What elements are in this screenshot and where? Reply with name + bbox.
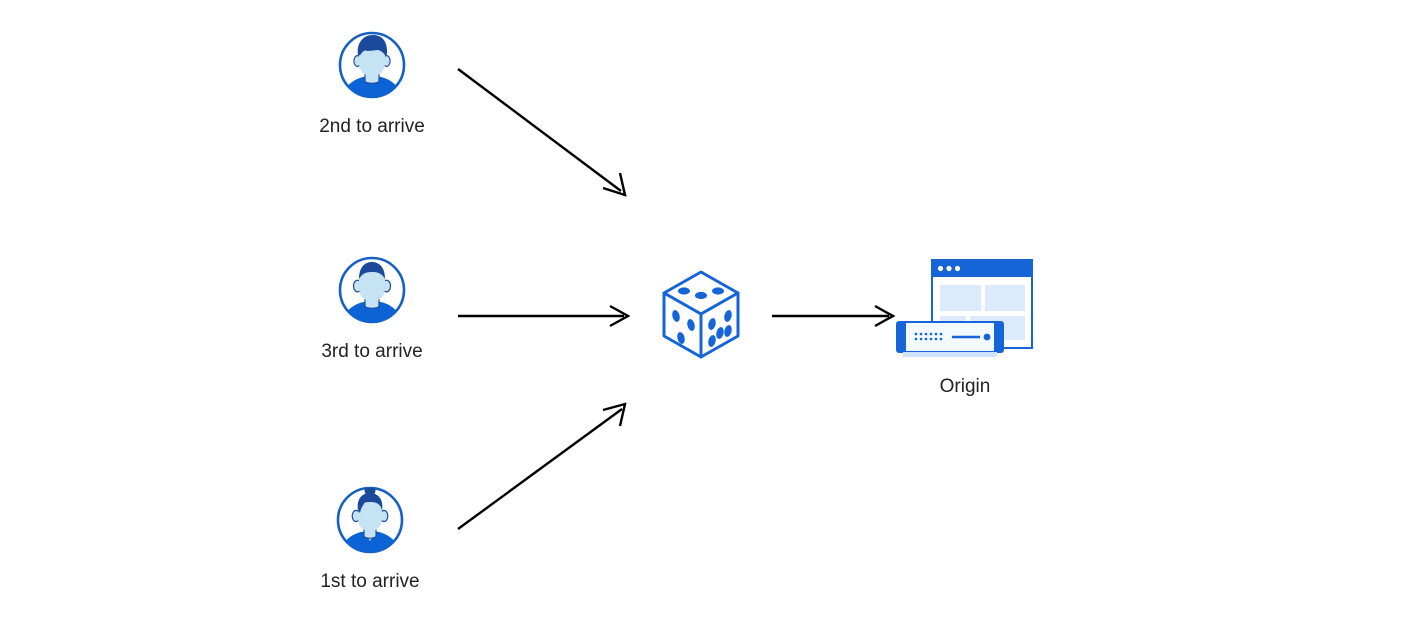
node-dice[interactable] [655,265,747,365]
node-label: Origin [939,376,991,397]
node-client-2nd[interactable]: 2nd to arrive [301,28,443,139]
node-client-3rd[interactable]: 3rd to arrive [301,253,443,364]
server-device [896,321,1004,357]
node-client-1st[interactable]: 1st to arrive [299,483,441,594]
user-avatar-icon [335,28,409,102]
node-label: 2nd to arrive [319,116,425,137]
arrow-3rd-to-dice [458,304,631,328]
origin-server-icon [893,256,1037,364]
node-label: 1st to arrive [320,571,420,592]
arrow-2nd-to-dice [457,68,627,197]
node-origin[interactable]: Origin [893,256,1037,399]
arrow-dice-to-origin [772,304,896,328]
user-avatar-icon [333,483,407,557]
dice-icon [655,265,747,365]
arrow-1st-to-dice [457,402,627,530]
node-label: 3rd to arrive [321,341,423,362]
user-avatar-icon [335,253,409,327]
